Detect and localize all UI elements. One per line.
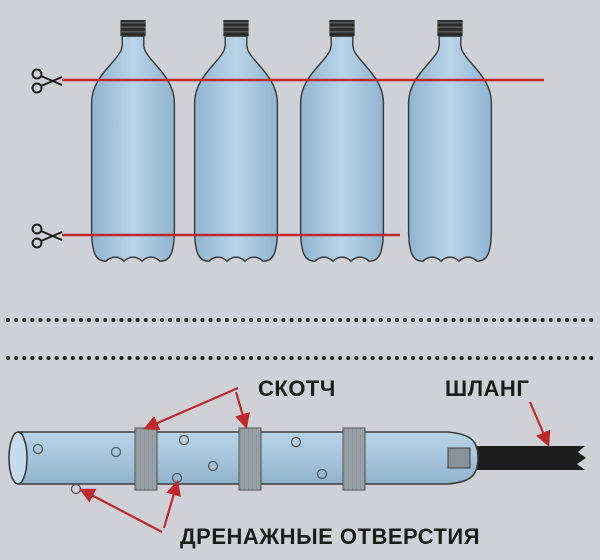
drain-holes-label: ДРЕНАЖНЫЕ ОТВЕРСТИЯ [180, 524, 480, 549]
bottles-group [90, 19, 493, 262]
hose [468, 446, 586, 470]
tape-label: СКОТЧ [258, 376, 336, 401]
arrow-tape-1 [143, 386, 239, 431]
tape-band-1 [134, 427, 158, 491]
arrow-hose [528, 401, 551, 447]
arrow-drain-2 [162, 480, 181, 529]
bottle-2 [193, 19, 279, 262]
scissors-icon [31, 223, 63, 249]
bottle-4 [407, 19, 493, 262]
drain-hole [32, 443, 44, 455]
drain-hole [316, 468, 328, 480]
assembled-tube [8, 427, 586, 495]
annotation-arrows [79, 386, 551, 533]
tube-open-end [8, 431, 28, 485]
bottle-3 [299, 19, 385, 262]
drain-hole [290, 436, 302, 448]
tape-band-2 [238, 427, 262, 491]
drain-hole [70, 483, 82, 495]
tape-band-3 [342, 427, 366, 491]
drain-hole [110, 446, 122, 458]
hose-label: ШЛАНГ [445, 376, 529, 401]
bottle-1 [90, 19, 176, 262]
arrow-tape-2 [234, 391, 250, 429]
arrow-drain-1 [79, 488, 163, 533]
tube-neck [447, 447, 471, 469]
drain-hole [178, 434, 190, 446]
scissors-icon [31, 68, 63, 94]
drain-hole [207, 460, 219, 472]
